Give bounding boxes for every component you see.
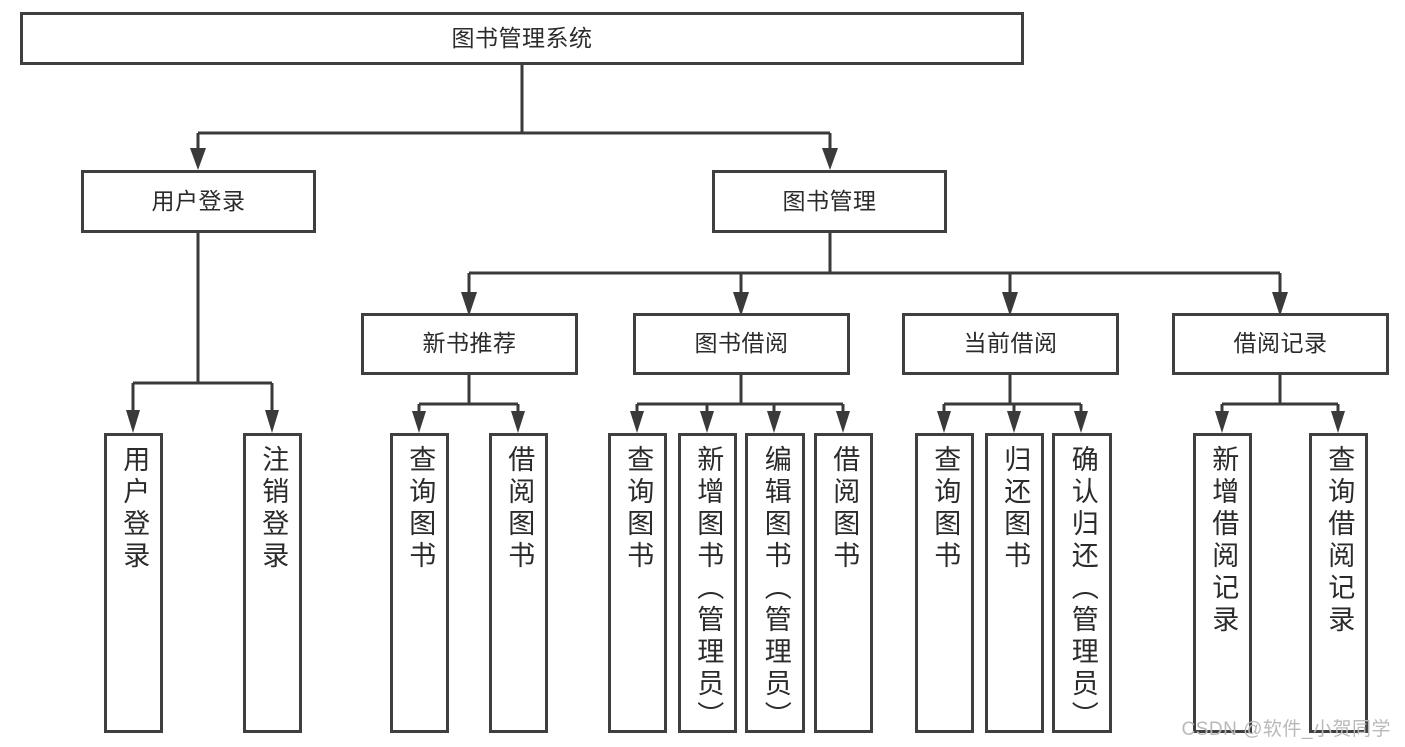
leaf-current-confirm-return-admin[interactable]: 确认归还（管理员） xyxy=(1052,433,1112,733)
arrowhead-u2 xyxy=(265,410,279,433)
node-label: 图书管理系统 xyxy=(451,24,593,51)
node-new-book-recommendation[interactable]: 新书推荐 xyxy=(361,313,578,375)
node-book-borrow[interactable]: 图书借阅 xyxy=(633,313,850,375)
node-label: 查询借阅记录 xyxy=(1324,445,1355,637)
node-user-login[interactable]: 用户登录 xyxy=(81,170,316,233)
leaf-borrow-borrow-book[interactable]: 借阅图书 xyxy=(814,433,873,733)
node-label: 编辑图书（管理员） xyxy=(760,445,791,733)
arrowhead-r1 xyxy=(1215,411,1229,433)
arrowhead-n1 xyxy=(412,411,426,433)
arrowhead-c3 xyxy=(1074,411,1088,433)
leaf-new-book-borrow[interactable]: 借阅图书 xyxy=(489,433,548,733)
leaf-user-login-logout[interactable]: 注销登录 xyxy=(243,433,302,733)
leaf-borrow-query-book[interactable]: 查询图书 xyxy=(608,433,667,733)
node-label: 归还图书 xyxy=(1000,445,1031,573)
leaf-record-query-record[interactable]: 查询借阅记录 xyxy=(1309,433,1368,733)
node-label: 借阅图书 xyxy=(829,445,860,573)
node-label: 借阅记录 xyxy=(1233,330,1328,357)
node-book-management[interactable]: 图书管理 xyxy=(712,170,947,233)
node-label: 查询图书 xyxy=(623,445,654,573)
arrowhead-u1 xyxy=(126,410,140,433)
node-label: 确认归还（管理员） xyxy=(1067,445,1098,733)
arrowhead-b4 xyxy=(836,411,850,433)
node-label: 注销登录 xyxy=(258,445,289,573)
node-book-management-system[interactable]: 图书管理系统 xyxy=(20,12,1024,65)
node-label: 图书借阅 xyxy=(694,330,789,357)
watermark-text: CSDN @软件_小贺同学 xyxy=(1181,719,1391,740)
node-label: 新增图书（管理员） xyxy=(693,445,724,733)
leaf-current-return-book[interactable]: 归还图书 xyxy=(985,433,1044,733)
node-borrow-record[interactable]: 借阅记录 xyxy=(1172,313,1389,375)
arrowhead-c2 xyxy=(1007,411,1021,433)
arrowhead-b3 xyxy=(767,411,781,433)
arrowhead-c1 xyxy=(937,411,951,433)
node-label: 用户登录 xyxy=(151,187,246,214)
node-label: 新书推荐 xyxy=(422,330,517,357)
arrowhead-b2 xyxy=(700,411,714,433)
leaf-new-book-query[interactable]: 查询图书 xyxy=(390,433,449,733)
node-label: 图书管理 xyxy=(782,187,877,214)
leaf-borrow-edit-book-admin[interactable]: 编辑图书（管理员） xyxy=(745,433,805,733)
leaf-borrow-add-book-admin[interactable]: 新增图书（管理员） xyxy=(678,433,737,733)
node-label: 查询图书 xyxy=(930,445,961,573)
node-current-borrow[interactable]: 当前借阅 xyxy=(902,313,1119,375)
leaf-user-login-login[interactable]: 用户登录 xyxy=(104,433,163,733)
arrowhead-book-manage xyxy=(822,148,838,170)
arrowhead-r2 xyxy=(1331,411,1345,433)
node-label: 当前借阅 xyxy=(963,330,1058,357)
arrowhead-b1 xyxy=(630,411,644,433)
node-label: 新增借阅记录 xyxy=(1208,445,1239,637)
node-label: 查询图书 xyxy=(405,445,436,573)
leaf-current-query-book[interactable]: 查询图书 xyxy=(915,433,974,733)
node-label: 借阅图书 xyxy=(504,445,535,573)
arrowhead-n2 xyxy=(511,411,525,433)
node-label: 用户登录 xyxy=(119,445,150,573)
leaf-record-add-record[interactable]: 新增借阅记录 xyxy=(1193,433,1252,733)
arrowhead-user-login xyxy=(190,148,206,170)
